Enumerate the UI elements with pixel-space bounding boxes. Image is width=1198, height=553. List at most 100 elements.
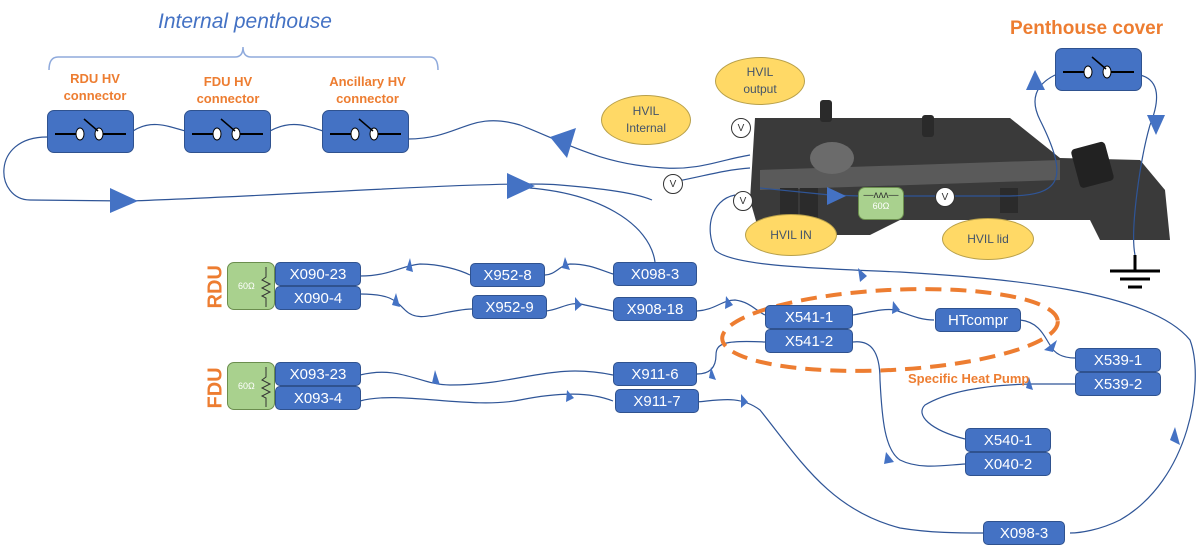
fdu-resistor: 60Ω: [227, 362, 275, 410]
ancillary-hv-connector-label: Ancillary HV connector: [320, 73, 415, 107]
arrow-icon: [1026, 377, 1033, 390]
connector-x539-2[interactable]: X539-2: [1075, 372, 1161, 396]
arrow-icon: [1147, 115, 1165, 135]
arrow-icon: [1044, 340, 1057, 352]
arrow-icon: [566, 390, 574, 402]
hvil-internal-bubble: HVIL Internal: [601, 95, 691, 145]
bubble-text: Internal: [625, 121, 667, 135]
penthouse-cover-switch[interactable]: [1055, 48, 1142, 91]
voltmeter-hvil-in: V: [733, 191, 753, 211]
wire: [269, 123, 324, 132]
wire: [359, 370, 614, 386]
connector-x040-2[interactable]: X040-2: [965, 452, 1051, 476]
arrow-icon: [432, 370, 440, 385]
specific-heat-pump-label: Specific Heat Pump: [908, 371, 1030, 386]
arrow-icon: [110, 188, 138, 213]
switch-icon: [55, 118, 126, 141]
bubble-text: HVIL: [632, 104, 660, 118]
wire: [1019, 319, 1076, 359]
connector-htcompr[interactable]: HTcompr: [935, 308, 1021, 332]
wire: [359, 293, 473, 318]
fdu-hv-connector-switch[interactable]: [184, 110, 271, 153]
switch-icon: [330, 118, 401, 141]
voltmeter-hvil-output: V: [731, 118, 751, 138]
arrow-icon: [1170, 427, 1180, 445]
voltmeter-hvil-lid: V: [935, 187, 955, 207]
connector-x098-3-top[interactable]: X098-3: [613, 262, 697, 286]
wire: [921, 383, 1075, 440]
arrow-icon: [725, 296, 733, 309]
resistor-icon: [260, 267, 272, 307]
wire: [359, 263, 471, 277]
label-line: connector: [196, 91, 260, 106]
internal-bracket: [48, 46, 439, 71]
wire: [544, 263, 614, 276]
wire: [359, 393, 614, 404]
arrow-icon: [406, 258, 413, 272]
wire: [759, 74, 1058, 197]
arrow-icon: [392, 293, 400, 307]
label-line: connector: [336, 91, 399, 106]
wire: [132, 123, 186, 132]
arrow-icon: [741, 394, 748, 408]
connector-x952-8[interactable]: X952-8: [470, 263, 545, 287]
arrow-icon: [892, 301, 900, 314]
connector-x908-18[interactable]: X908-18: [613, 297, 697, 321]
hvil-output-bubble: HVIL output: [715, 57, 805, 105]
wire: [545, 303, 614, 312]
wire: [709, 194, 1196, 534]
penthouse-cover-title: Penthouse cover: [1010, 18, 1164, 39]
connector-x952-9[interactable]: X952-9: [472, 295, 547, 319]
connector-x911-7[interactable]: X911-7: [615, 389, 699, 413]
arrow-icon: [858, 268, 867, 282]
connector-x539-1[interactable]: X539-1: [1075, 348, 1161, 372]
switch-icon: [1063, 56, 1134, 79]
rdu-label: RDU: [204, 265, 227, 309]
wire: [1133, 74, 1158, 256]
bubble-text: HVIL: [746, 65, 774, 79]
wire: [407, 120, 751, 169]
rdu-resistor: 60Ω: [227, 262, 275, 310]
arrow-icon: [884, 452, 894, 464]
wire: [512, 186, 656, 263]
wire: [696, 398, 985, 534]
flow-arrows: [110, 70, 1180, 464]
resistor-value: 60Ω: [872, 201, 890, 211]
connector-x540-1[interactable]: X540-1: [965, 428, 1051, 452]
rdu-hv-connector-switch[interactable]: [47, 110, 134, 153]
switch-icon: [192, 118, 263, 141]
resistor-value: 60Ω: [238, 281, 255, 291]
heat-pump-boundary: [720, 287, 1060, 373]
label-line: Ancillary HV: [329, 74, 406, 89]
arrow-icon: [550, 128, 576, 158]
connector-x093-4[interactable]: X093-4: [275, 386, 361, 410]
arrow-icon: [507, 173, 535, 199]
resistor-value: 60Ω: [238, 381, 255, 391]
wire: [852, 341, 966, 467]
connector-x541-1[interactable]: X541-1: [765, 305, 853, 329]
connector-x911-6[interactable]: X911-6: [613, 362, 697, 386]
connector-x098-3-bottom[interactable]: X098-3: [983, 521, 1065, 545]
resistor-icon: —ʌʌʌ—: [863, 190, 899, 201]
wire: [696, 340, 766, 375]
label-line: connector: [63, 88, 127, 103]
arrow-icon: [1026, 70, 1045, 90]
arrow-icon: [827, 187, 846, 205]
ground-icon: [1110, 255, 1160, 289]
fdu-label: FDU: [204, 367, 227, 409]
internal-penthouse-title: Internal penthouse: [158, 10, 332, 33]
hvil-in-bubble: HVIL IN: [745, 214, 837, 256]
arrow-icon: [575, 297, 582, 311]
ancillary-hv-connector-switch[interactable]: [322, 110, 409, 153]
penthouse-photo: [750, 100, 1170, 240]
resistor-icon: [260, 367, 272, 407]
connector-x541-2[interactable]: X541-2: [765, 329, 853, 353]
wire: [3, 136, 653, 202]
connector-x090-4[interactable]: X090-4: [275, 286, 361, 310]
bubble-text: output: [743, 82, 777, 96]
connector-x090-23[interactable]: X090-23: [275, 262, 361, 286]
connector-x093-23[interactable]: X093-23: [275, 362, 361, 386]
